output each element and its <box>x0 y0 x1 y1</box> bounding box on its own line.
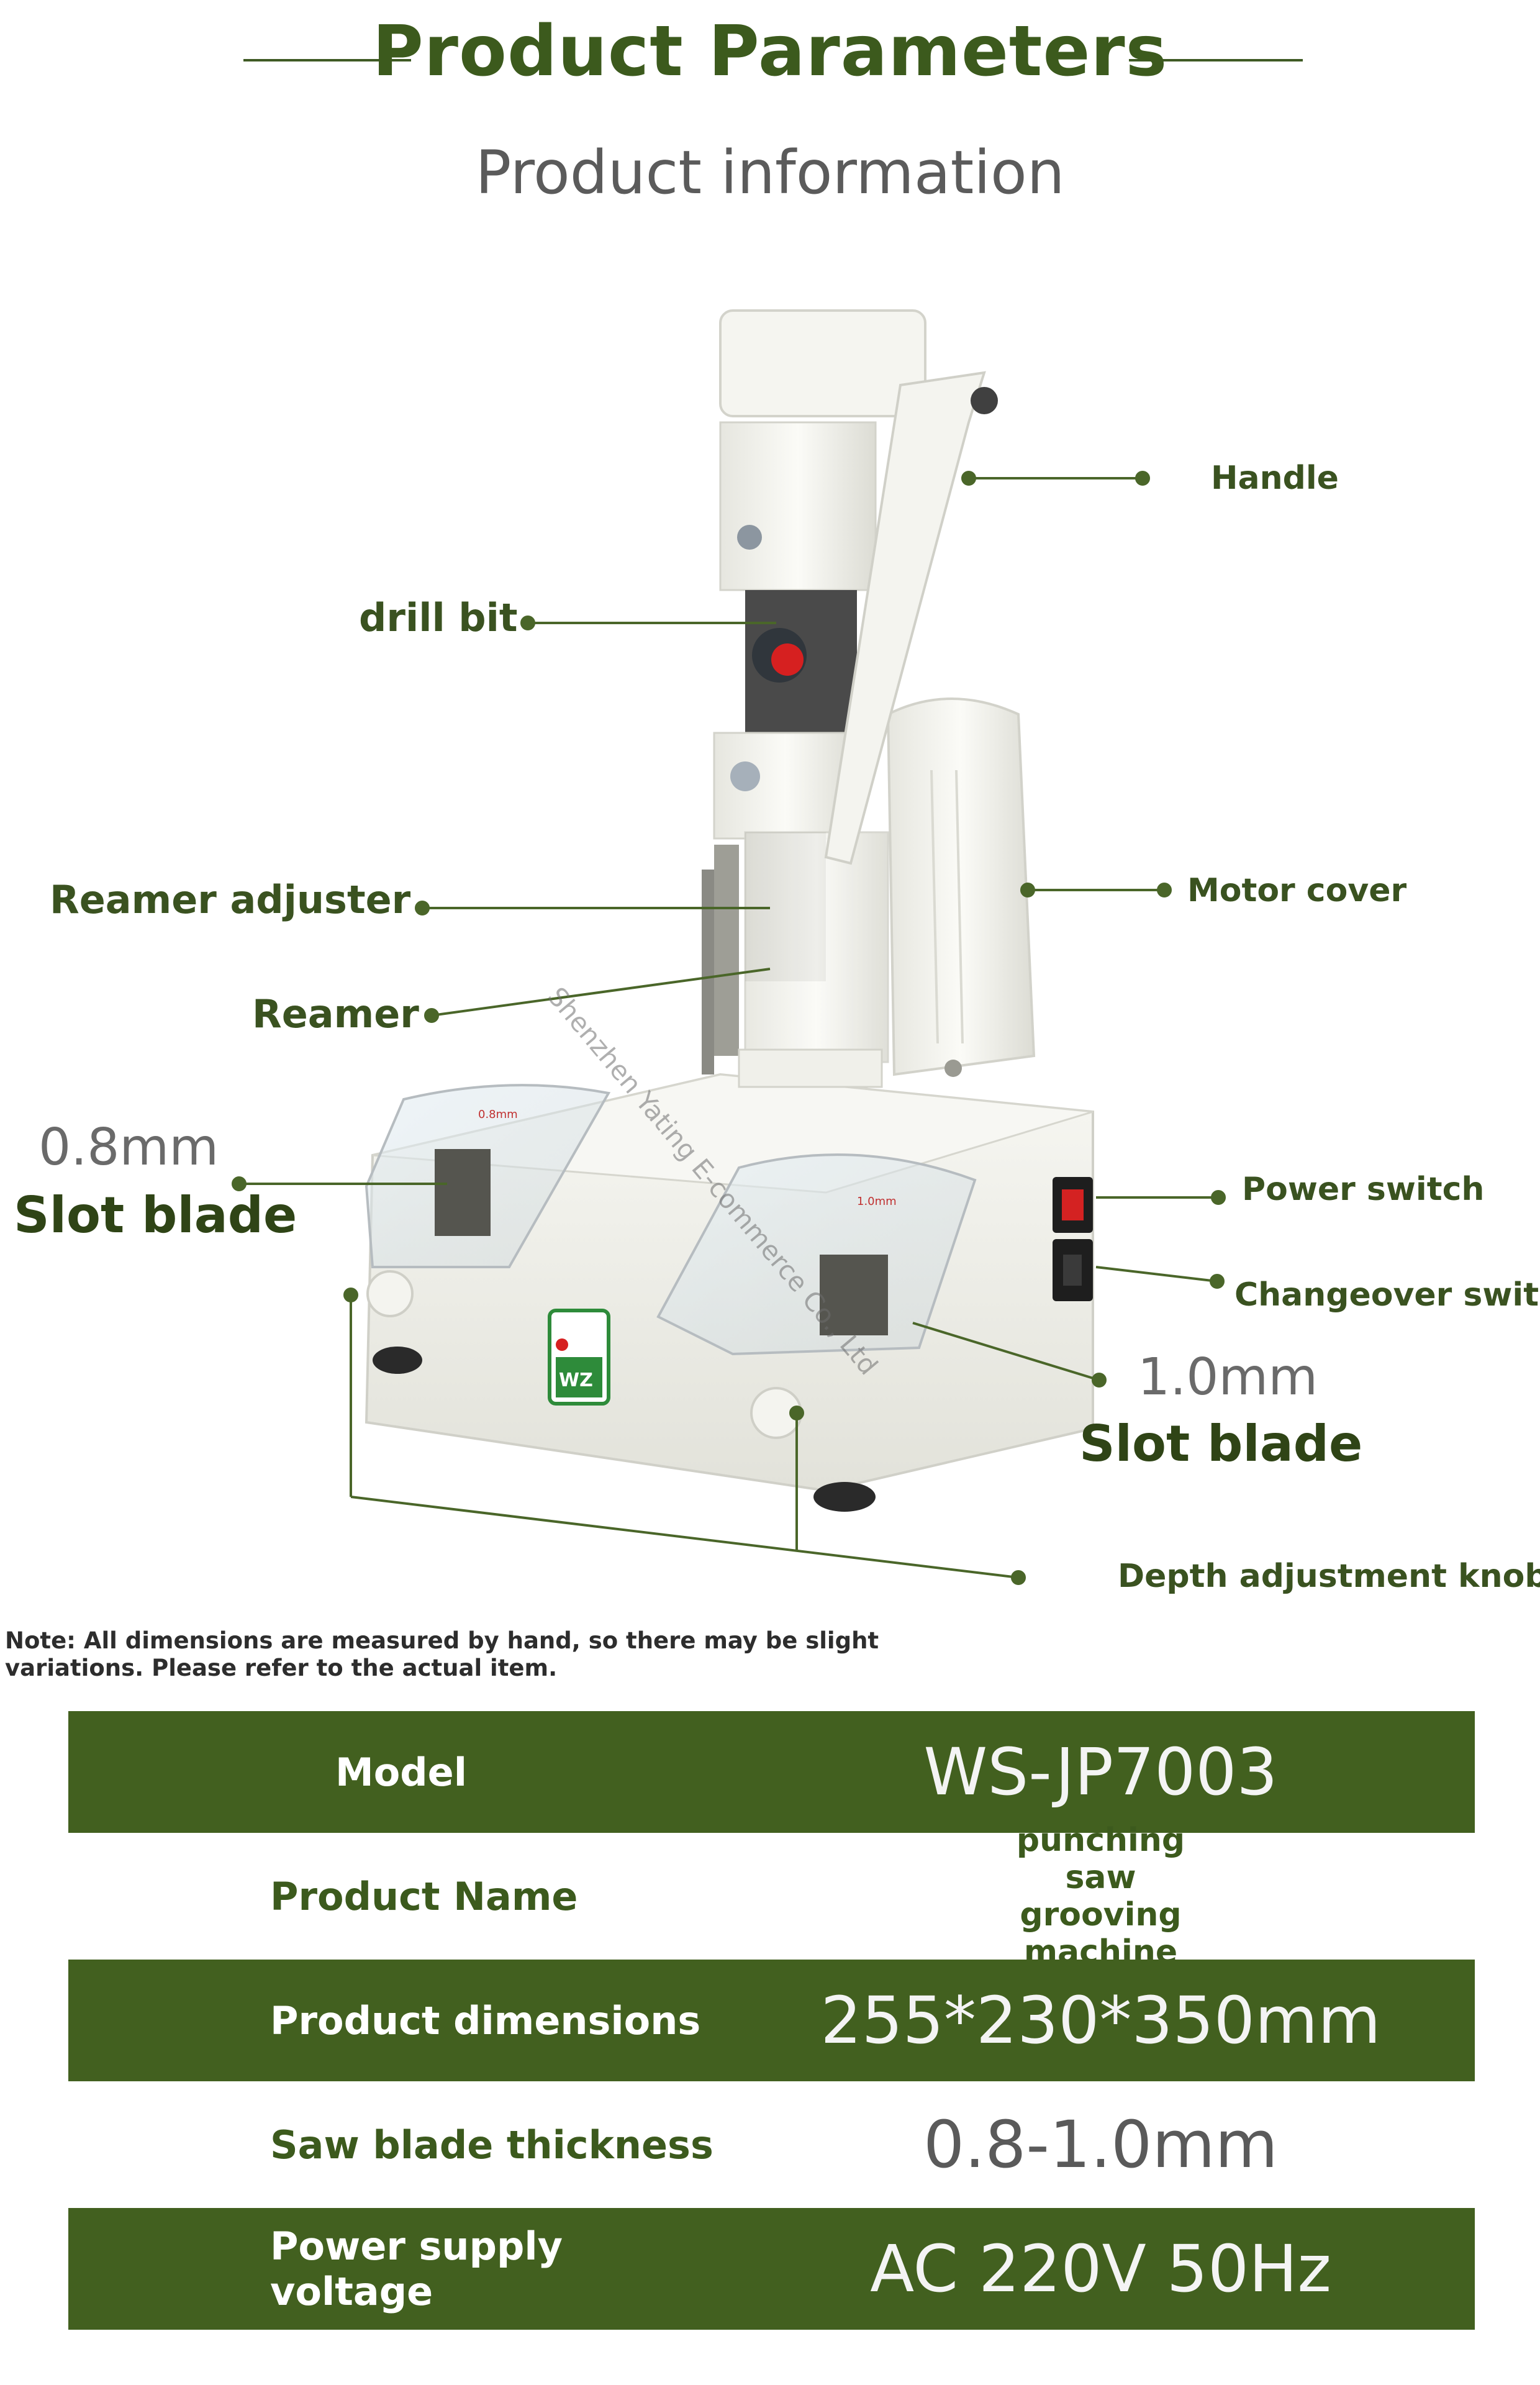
left-tray-label: 0.8mm <box>478 1108 518 1121</box>
label-left-blade-size: 0.8mm <box>38 1118 219 1177</box>
spec-row-dimensions: Product dimensions 255*230*350mm <box>68 1960 1475 2081</box>
spec-value: 0.8-1.0mm <box>923 2107 1278 2183</box>
spec-key: Saw blade thickness <box>270 2122 713 2168</box>
label-reamer-adjuster: Reamer adjuster <box>50 877 411 922</box>
left-tray: 0.8mm <box>365 1084 611 1317</box>
label-depth-knob: Depth adjustment knob <box>1118 1558 1540 1595</box>
spec-key: Product Name <box>270 1873 578 1919</box>
spec-value: punching saw grooving machine <box>1016 1822 1185 1971</box>
spec-row-product-name: Product Name punching saw grooving machi… <box>68 1822 1475 1971</box>
label-right-slot-blade: Slot blade <box>1079 1415 1363 1473</box>
header-rule-left <box>243 59 411 61</box>
spec-key: Power supply voltage <box>270 2224 563 2314</box>
label-motor-cover: Motor cover <box>1187 872 1407 909</box>
measurement-note: Note: All dimensions are measured by han… <box>5 1627 879 1681</box>
label-reamer: Reamer <box>252 991 419 1037</box>
spec-row-blade-thickness: Saw blade thickness 0.8-1.0mm <box>68 2084 1475 2206</box>
spec-key: Product dimensions <box>270 1997 701 2043</box>
label-handle: Handle <box>1211 460 1339 497</box>
spec-value: WS-JP7003 <box>923 1734 1278 1810</box>
label-drill-bit: drill bit <box>359 595 518 640</box>
page-title: Product Parameters <box>372 11 1168 92</box>
machine-column <box>702 309 926 1088</box>
spec-key: Model <box>335 1749 467 1795</box>
machine-switches <box>1053 1177 1093 1301</box>
label-right-blade-size: 1.0mm <box>1138 1348 1318 1407</box>
brand-badge: WZ <box>548 1309 610 1406</box>
right-tray-label: 1.0mm <box>857 1195 897 1208</box>
spec-value: AC 220V 50Hz <box>870 2231 1331 2307</box>
motor-cover <box>886 697 1036 1077</box>
machine-handle <box>824 371 998 865</box>
spec-row-voltage: Power supply voltage AC 220V 50Hz <box>68 2208 1475 2330</box>
brand-badge-text: WZ <box>559 1370 593 1391</box>
spec-value: 255*230*350mm <box>820 1983 1381 2058</box>
right-tray: 1.0mm <box>656 1153 977 1439</box>
label-changeover-switch: Changeover switch <box>1234 1276 1540 1314</box>
header-rule-right <box>1129 59 1303 61</box>
label-left-slot-blade: Slot blade <box>14 1186 297 1244</box>
label-power-switch: Power switch <box>1242 1171 1485 1208</box>
leader-lines <box>232 471 1226 1585</box>
spec-row-model: Model WS-JP7003 <box>68 1711 1475 1833</box>
page-subtitle: Product information <box>475 138 1065 207</box>
machine-illustration: 0.8mm 1.0mm WZ <box>232 309 1226 1585</box>
